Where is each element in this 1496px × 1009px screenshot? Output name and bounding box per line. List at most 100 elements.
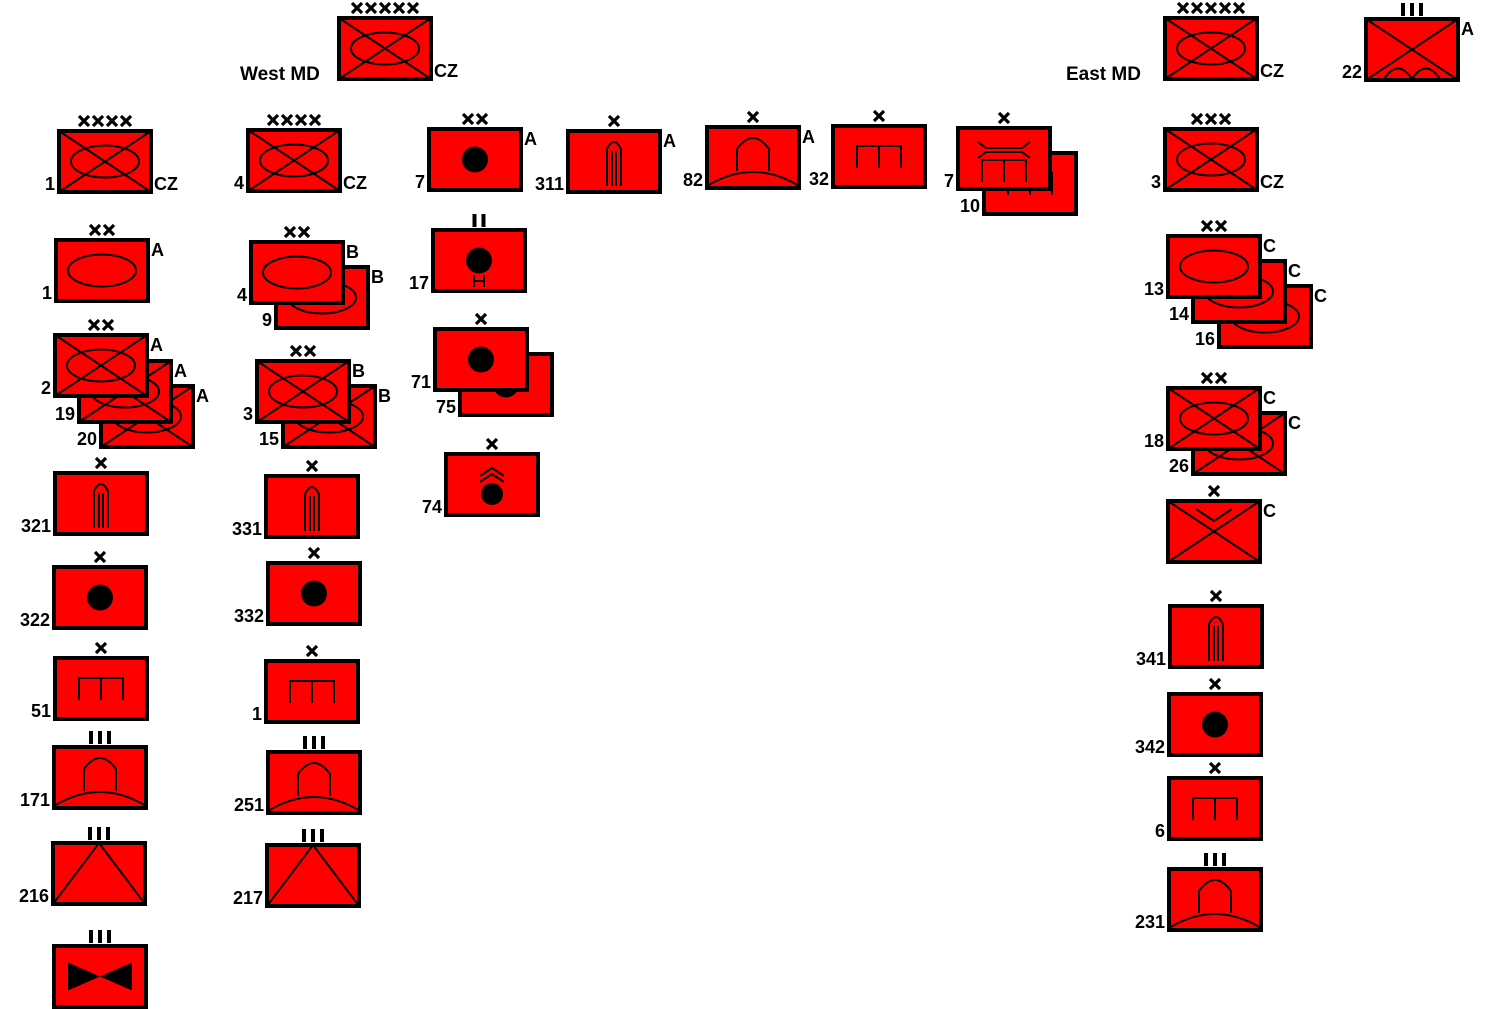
air-defense-symbol: [1168, 879, 1262, 929]
east-md-header: East MD: [1066, 64, 1141, 85]
combined-arms-symbol: [54, 334, 148, 397]
unit-designation: 3: [243, 404, 253, 424]
unit-r171: 171: [20, 731, 148, 810]
artillery-h-symbol: [466, 247, 492, 287]
unit-affiliation: A: [802, 127, 815, 147]
unit-designation: 171: [20, 790, 50, 810]
unit-affiliation: B: [371, 267, 384, 287]
combined-arms-symbol: [58, 130, 152, 193]
echelon-marker: [88, 827, 110, 840]
unit-designation: 341: [1136, 649, 1166, 669]
unit-b7bridge: 7: [944, 111, 1052, 191]
unit-div18: 18C: [1144, 371, 1276, 451]
echelon-marker: [997, 111, 1011, 125]
echelon-marker: [88, 223, 116, 237]
unit-east-hq: CZ: [1163, 1, 1284, 81]
airborne-infantry-symbol: [1167, 500, 1261, 563]
mountain-infantry-symbol: [1365, 18, 1459, 81]
unit-designation: 15: [259, 429, 279, 449]
echelon-marker: [283, 225, 311, 239]
chevron-artillery-symbol: [479, 466, 505, 505]
unit-designation: 32: [809, 169, 829, 189]
unit-designation: 9: [262, 310, 272, 330]
unit-b322: 322: [20, 550, 148, 630]
unit-b74: 74: [422, 437, 540, 517]
echelon-marker: [474, 312, 488, 326]
echelon-marker: [1200, 371, 1228, 385]
unit-b71: 71: [411, 312, 529, 392]
unit-designation: 75: [436, 397, 456, 417]
unit-affiliation: A: [150, 335, 163, 355]
unit-affiliation: CZ: [1260, 61, 1284, 81]
unit-army4: 4 CZ: [234, 113, 367, 193]
unit-frame: [265, 843, 361, 908]
unit-designation: 14: [1169, 304, 1189, 324]
echelon-marker: [350, 1, 420, 15]
unit-designation: 7: [415, 172, 425, 192]
engineer-symbol: [78, 677, 124, 700]
unit-b1e: 1: [252, 644, 360, 724]
armor-symbol: [67, 253, 137, 288]
unit-affiliation: B: [352, 361, 365, 381]
unit-bvc: C: [1166, 484, 1276, 564]
unit-designation: 19: [55, 404, 75, 424]
unit-affiliation: A: [1461, 19, 1474, 39]
unit-frame: [51, 841, 147, 906]
unit-designation: 311: [535, 174, 564, 194]
unit-designation: 251: [234, 795, 264, 815]
unit-affiliation: A: [196, 386, 209, 406]
unit-designation: 4: [234, 173, 244, 193]
echelon-marker: [94, 641, 108, 655]
unit-frame: [1166, 234, 1262, 299]
echelon-marker: [266, 113, 322, 127]
unit-frame: [427, 127, 523, 192]
echelon-marker: [461, 112, 489, 126]
echelon-marker: [307, 546, 321, 560]
unit-affiliation: CZ: [1260, 172, 1284, 192]
west-md-header: West MD: [240, 64, 320, 85]
echelon-marker: [94, 456, 108, 470]
unit-affiliation: C: [1288, 413, 1301, 433]
combined-arms-symbol: [338, 17, 432, 80]
unit-affiliation: A: [524, 129, 537, 149]
combined-arms-symbol: [1164, 128, 1258, 191]
unit-west-hq: CZ: [337, 1, 458, 81]
echelon-marker: [305, 644, 319, 658]
airborne-symbol: [266, 843, 360, 907]
engineer-symbol: [289, 680, 335, 703]
echelon-marker: [1401, 3, 1423, 16]
combined-arms-symbol: [1167, 387, 1261, 450]
unit-designation: 22: [1342, 62, 1362, 82]
artillery-symbol: [87, 584, 113, 611]
unit-affiliation: A: [663, 131, 676, 151]
unit-r17: 17: [409, 214, 527, 293]
unit-affiliation: C: [1263, 501, 1276, 521]
engineer-symbol: [1192, 797, 1238, 820]
echelon-marker: [1200, 219, 1228, 233]
unit-b341: 341: [1136, 589, 1264, 669]
artillery-symbol: [301, 580, 327, 607]
unit-div13: 13C: [1144, 219, 1276, 299]
armor-symbol: [262, 255, 332, 290]
echelon-marker: [472, 214, 486, 227]
unit-designation: 217: [233, 888, 263, 908]
echelon-marker: [305, 459, 319, 473]
unit-div1: 1A: [42, 223, 164, 303]
air-defense-symbol: [53, 757, 147, 807]
unit-designation: 3: [1151, 172, 1161, 192]
unit-designation: 17: [409, 273, 429, 293]
missile-symbol: [1208, 616, 1224, 661]
echelon-marker: [89, 930, 111, 943]
unit-designation: 1: [45, 174, 55, 194]
unit-designation: 231: [1135, 912, 1165, 932]
unit-affiliation: CZ: [343, 173, 367, 193]
echelon-marker: [303, 736, 325, 749]
artillery-symbol: [468, 346, 494, 373]
unit-frame: [264, 474, 360, 539]
echelon-marker: [1209, 589, 1223, 603]
unit-designation: 16: [1195, 329, 1215, 349]
unit-designation: 322: [20, 610, 50, 630]
unit-designation: 1: [252, 704, 262, 724]
echelon-marker: [1208, 677, 1222, 691]
